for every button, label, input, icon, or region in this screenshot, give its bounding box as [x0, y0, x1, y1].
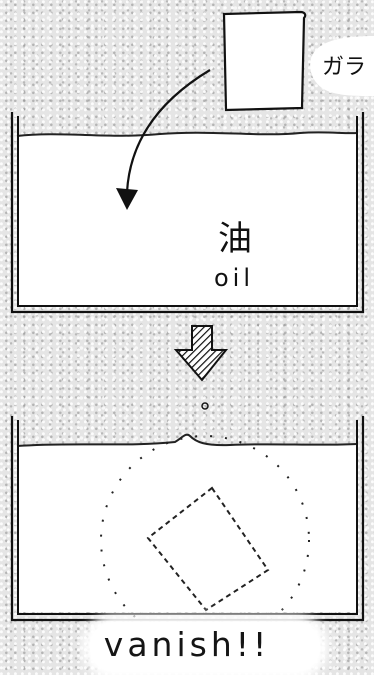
oil-label: oil	[214, 264, 254, 292]
panel-bottom	[12, 416, 363, 644]
bubble-circle	[202, 403, 208, 409]
hatched-down-arrow-icon	[176, 326, 226, 380]
oil-liquid-bottom	[17, 435, 357, 612]
vanish-caption: vanish!!	[0, 628, 374, 661]
oil-kanji: 油	[218, 219, 252, 259]
glass-label: ガラ	[322, 55, 366, 80]
panel-top: ガラ 油 oil	[12, 12, 374, 312]
glass-block	[224, 12, 305, 110]
oil-liquid-top	[17, 132, 357, 306]
